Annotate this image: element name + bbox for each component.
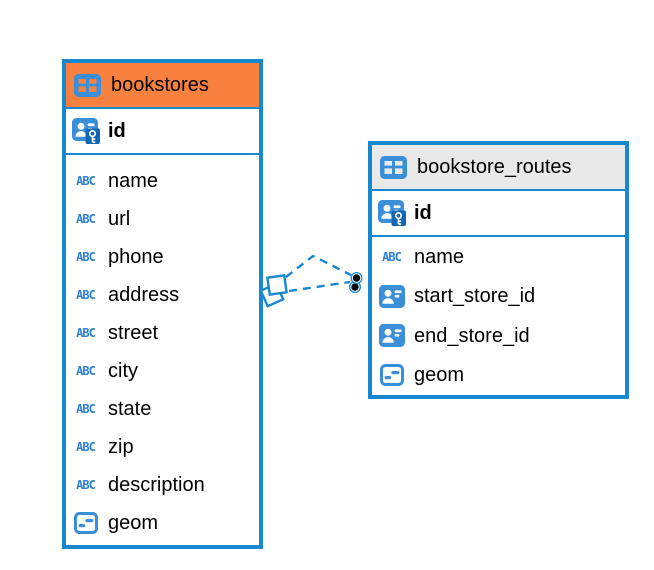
column-label: description — [108, 474, 205, 496]
column-row-name[interactable]: ABC name — [372, 237, 625, 277]
table-title: bookstore_routes — [417, 156, 572, 178]
reference-type-icon — [377, 324, 406, 347]
table-icon — [73, 74, 102, 97]
table-bookstore-routes[interactable]: bookstore_routes id ABC name start_store… — [368, 141, 629, 399]
column-label: name — [108, 170, 159, 192]
table-bookstore-routes-columns: ABC name start_store_id end_store_id ge — [372, 237, 625, 395]
text-type-icon: ABC — [76, 364, 96, 378]
column-row-zip[interactable]: ABC zip — [66, 428, 259, 466]
column-row-end-store-id[interactable]: end_store_id — [372, 316, 625, 356]
table-bookstores-key-section: id — [66, 107, 259, 155]
dot-marker[interactable] — [350, 272, 363, 284]
column-label: end_store_id — [414, 324, 530, 347]
text-type-icon: ABC — [382, 249, 402, 264]
column-row-state[interactable]: ABC state — [66, 390, 259, 428]
column-label: state — [108, 398, 152, 420]
column-label: address — [108, 284, 180, 306]
reference-type-icon — [377, 285, 406, 308]
column-row-description[interactable]: ABC description — [66, 466, 259, 504]
table-bookstores-columns: ABC name ABC url ABC phone ABC address A… — [66, 155, 259, 545]
column-label: phone — [108, 246, 164, 268]
table-bookstores-header[interactable]: bookstores — [66, 63, 259, 107]
column-label: street — [108, 322, 159, 344]
diamond-marker[interactable] — [259, 282, 285, 308]
column-row-address[interactable]: ABC address — [66, 276, 259, 314]
table-bookstore-routes-header[interactable]: bookstore_routes — [372, 145, 625, 189]
text-type-icon: ABC — [76, 212, 96, 226]
column-label: start_store_id — [414, 285, 536, 308]
text-type-icon: ABC — [76, 478, 96, 492]
column-row-geom[interactable]: geom — [66, 504, 259, 542]
column-row-url[interactable]: ABC url — [66, 200, 259, 238]
text-type-icon: ABC — [76, 288, 96, 302]
column-row-geom[interactable]: geom — [372, 356, 625, 396]
primary-key-icon — [71, 118, 100, 144]
text-type-icon: ABC — [76, 174, 96, 188]
diamond-marker-group[interactable] — [259, 274, 288, 308]
column-label: name — [414, 245, 465, 268]
column-row-id[interactable]: id — [372, 191, 625, 235]
table-icon — [379, 156, 408, 179]
column-row-start-store-id[interactable]: start_store_id — [372, 277, 625, 317]
column-label: id — [414, 202, 432, 224]
text-type-icon: ABC — [76, 440, 96, 454]
column-label: geom — [108, 512, 159, 534]
relation-line-lower[interactable] — [288, 280, 351, 293]
column-label: city — [108, 360, 138, 382]
text-type-icon: ABC — [76, 250, 96, 264]
column-row-street[interactable]: ABC street — [66, 314, 259, 352]
dot-marker-group[interactable] — [349, 272, 363, 293]
column-label: geom — [414, 364, 465, 387]
text-type-icon: ABC — [76, 402, 96, 416]
column-row-phone[interactable]: ABC phone — [66, 238, 259, 276]
geometry-type-icon — [377, 364, 406, 386]
column-row-city[interactable]: ABC city — [66, 352, 259, 390]
text-type-icon: ABC — [76, 326, 96, 340]
column-label: url — [108, 208, 131, 230]
column-label: id — [108, 120, 126, 142]
table-bookstores[interactable]: bookstores id ABC name ABC url ABC phone — [62, 59, 263, 549]
relation-line-upper[interactable] — [285, 254, 352, 278]
column-row-id[interactable]: id — [66, 109, 259, 153]
table-bookstore-routes-key-section: id — [372, 189, 625, 237]
column-label: zip — [108, 436, 134, 458]
table-title: bookstores — [111, 74, 209, 96]
geometry-type-icon — [71, 512, 100, 534]
column-row-name[interactable]: ABC name — [66, 162, 259, 200]
diamond-marker[interactable] — [266, 274, 288, 296]
dot-marker[interactable] — [349, 281, 361, 293]
primary-key-icon — [377, 200, 406, 226]
